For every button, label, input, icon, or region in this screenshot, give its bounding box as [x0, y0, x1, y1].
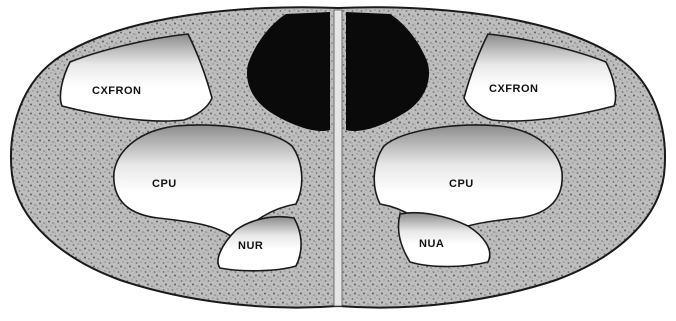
nucleus-label-right: NUA: [419, 238, 444, 250]
cpu-label-left: CPU: [152, 178, 177, 190]
cortex-label-right: CXFRON: [489, 83, 538, 95]
cpu-label-right: CPU: [449, 178, 474, 190]
cortex-label-left: CXFRON: [92, 85, 141, 97]
nucleus-label-left: NUR: [238, 240, 263, 252]
midline: [334, 10, 342, 306]
